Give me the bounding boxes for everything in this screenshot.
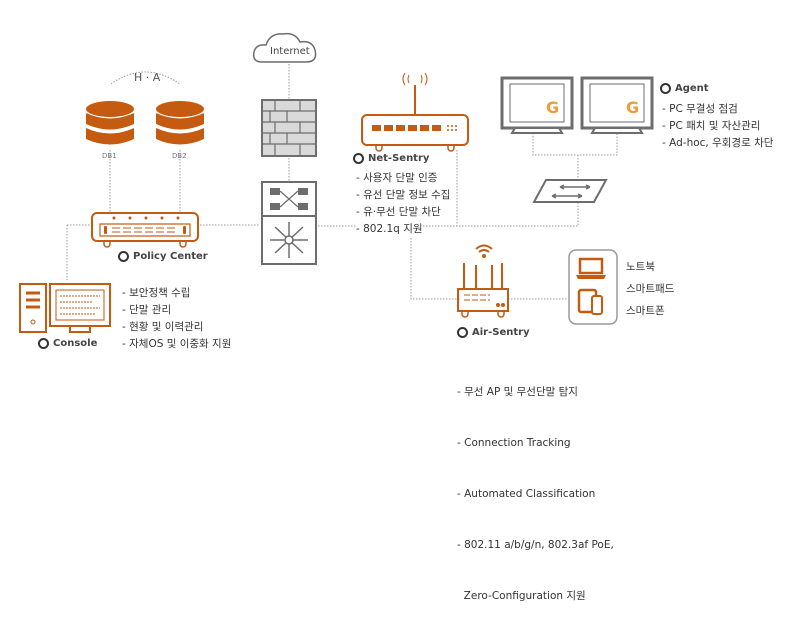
ha-link [110, 71, 181, 85]
list-item: - PC 패치 및 자산관리 [662, 120, 761, 132]
circle-bullet-icon [457, 327, 468, 338]
circle-bullet-icon [38, 338, 49, 349]
circle-bullet-icon [118, 251, 129, 262]
airsentry-link [410, 226, 460, 300]
db1-label: DB1 [102, 152, 117, 160]
list-item: - 단말 관리 [122, 304, 172, 316]
console-label: Console [53, 338, 98, 349]
list-item: - 사용자 단말 인증 [356, 172, 438, 184]
agent-monitors-link [532, 133, 618, 156]
network-diagram [19, 32, 654, 333]
list-item: - 802.11 a/b/g/n, 802.3af PoE, [457, 539, 614, 551]
agent-g-badge-2: G [626, 98, 640, 117]
circle-bullet-icon [353, 153, 364, 164]
list-item: - Connection Tracking [457, 437, 571, 449]
list-item: - 자체OS 및 이중화 지원 [122, 338, 232, 350]
net-sentry-feature-list: - 사용자 단말 인증 - 유선 단말 정보 수집 - 유·무선 단말 차단 -… [356, 170, 450, 238]
device-laptop: 노트북 [626, 261, 655, 273]
internet-label: Internet [270, 46, 310, 57]
ha-label: H · A [134, 71, 161, 84]
core-switch-icon [261, 181, 317, 265]
list-item: - Ad-hoc, 우회경로 차단 [662, 137, 774, 149]
db2-icon [156, 101, 204, 145]
connection-lines [66, 64, 618, 300]
net-sentry-label: Net-Sentry [368, 153, 430, 164]
air-sentry-icon [457, 244, 509, 318]
net-sentry-title: Net-Sentry [353, 153, 429, 164]
console-title: Console [38, 338, 97, 349]
air-sentry-feature-list: - 무선 AP 및 무선단말 탐지 - Connection Tracking … [457, 350, 614, 622]
db1-icon [86, 101, 134, 145]
switch-netsentry-hub-link [318, 196, 579, 227]
policy-center-label: Policy Center [133, 251, 208, 262]
device-smartphone: 스마트폰 [626, 305, 665, 317]
device-list: 노트북 스마트패드 스마트폰 [626, 256, 674, 322]
list-item: - 유선 단말 정보 수집 [356, 189, 451, 201]
hub-icon [532, 179, 608, 203]
circle-bullet-icon [660, 83, 671, 94]
agent-monitor-2-icon [580, 76, 654, 134]
device-smartpad: 스마트패드 [626, 283, 675, 295]
agent-title: Agent [660, 83, 709, 94]
agent-monitor-1-icon [500, 76, 574, 134]
list-item: - 802.1q 지원 [356, 221, 423, 238]
laptop-icon [578, 257, 604, 275]
list-item: - 유·무선 단말 차단 [356, 206, 441, 218]
devices-box [568, 249, 618, 325]
agent-g-badge-1: G [546, 98, 560, 117]
list-item: - 현황 및 이력관리 [122, 321, 204, 333]
list-item: Zero-Configuration 지원 [457, 590, 586, 602]
smartphone-icon [591, 295, 603, 315]
air-sentry-title: Air-Sentry [457, 327, 530, 338]
firewall-icon [261, 99, 317, 157]
list-item: - PC 무결성 점검 [662, 103, 738, 115]
db2-label: DB2 [172, 152, 187, 160]
list-item: - 보안정책 수립 [122, 287, 191, 299]
policy-center-icon [91, 212, 199, 248]
agent-label: Agent [675, 83, 709, 94]
agent-feature-list: - PC 무결성 점검 - PC 패치 및 자산관리 - Ad-hoc, 우회경… [662, 101, 773, 152]
console-icon [19, 283, 111, 333]
policy-center-title: Policy Center [118, 251, 208, 262]
policy-console-link [66, 224, 90, 280]
internet-cloud-icon [252, 32, 317, 63]
console-feature-list: - 보안정책 수립 - 단말 관리 - 현황 및 이력관리 - 자체OS 및 이… [122, 285, 231, 353]
laptop-base-icon [576, 275, 606, 279]
list-item: - Automated Classification [457, 488, 596, 500]
list-item: - 무선 AP 및 무선단말 탐지 [457, 386, 578, 398]
net-sentry-icon [361, 72, 469, 152]
air-sentry-label: Air-Sentry [472, 327, 530, 338]
